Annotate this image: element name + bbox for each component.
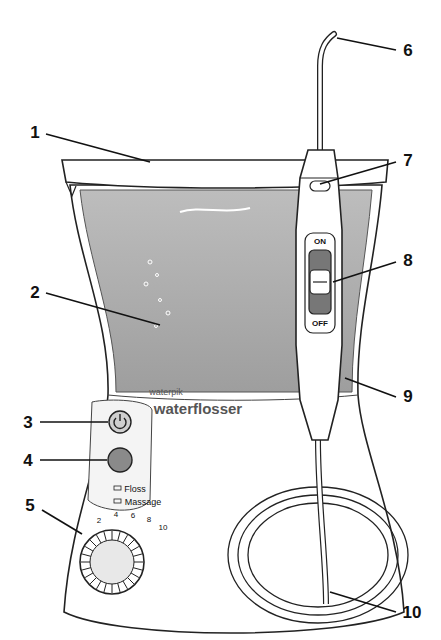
flosser-tip [320,34,334,150]
callout-number: 10 [403,604,422,621]
switch-label: OFF [312,320,328,328]
switch-label: ON [314,238,326,246]
power-button [109,411,131,433]
callout-number: 7 [403,152,412,169]
callout-number: 9 [403,388,412,405]
control-panel [88,400,152,510]
callout-number: 6 [403,42,412,59]
dial-number: 10 [159,524,168,532]
callout-number: 5 [25,497,34,514]
dial-number: 2 [97,517,101,525]
brand-text: waterpik [149,388,183,397]
mode-label: Massage [125,498,162,507]
callout-number: 3 [23,414,32,431]
handle [296,150,342,440]
unit-body [64,185,404,633]
brand-text: waterflosser [154,401,242,416]
dial-number: 4 [114,511,118,519]
callout-number: 8 [403,252,412,269]
mode-label: Floss [124,485,146,494]
hose [318,440,326,604]
pressure-dial [80,530,144,594]
callout-number: 4 [23,452,32,469]
switch-slot [309,250,331,314]
on-off-switch [310,270,330,294]
callout-number: 2 [30,284,39,301]
leader-lines [40,38,396,612]
dial-number: 8 [147,516,151,524]
water-bubbles [144,208,250,328]
mode-button [108,448,132,472]
callout-number: 1 [30,124,39,141]
dial-number: 6 [131,512,135,520]
